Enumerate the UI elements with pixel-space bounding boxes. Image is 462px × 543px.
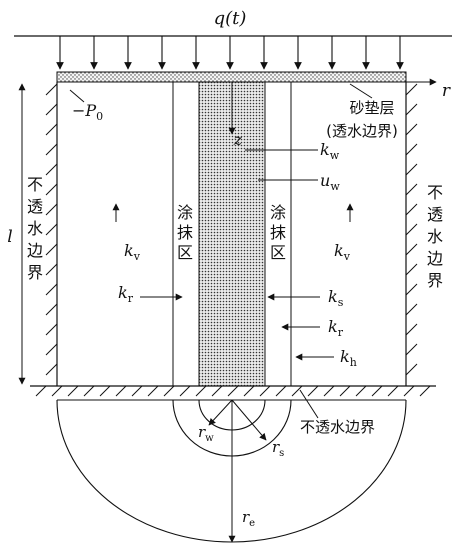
sand-blanket-leader [349,83,373,99]
svg-text:抹: 抹 [177,223,193,242]
svg-text:透: 透 [27,197,43,216]
rs-radius-line [231,399,267,441]
svg-text:水: 水 [427,227,443,246]
ks-label: ks [328,287,344,309]
rs-label: rs [272,438,284,459]
left-smear-zone-label: 涂 抹 区 [177,203,193,262]
right-smear-zone-label: 涂 抹 区 [270,203,286,262]
svg-text:边: 边 [427,249,443,268]
initial-pressure-label: −P0 [72,101,103,123]
bottom-boundary-leader [299,389,319,419]
load-label: q(t) [214,8,247,29]
svg-text:区: 区 [270,243,286,262]
svg-text:透: 透 [427,205,443,224]
rw-radius-line [208,399,233,426]
length-label: l [7,227,12,247]
initial-pressure-leader [69,89,85,103]
left-impermeable-wall [45,82,58,386]
svg-text:涂: 涂 [177,203,193,222]
kv-right-label: kv [334,241,351,263]
svg-text:区: 区 [177,243,193,262]
sand-blanket-label-line1: 砂垫层 [349,99,394,117]
z-axis-label: z [233,130,243,149]
right-impermeable-wall [405,82,418,386]
kh-label: kh [340,347,357,369]
svg-text:不: 不 [27,175,43,194]
svg-text:涂: 涂 [270,203,286,222]
right-boundary-label: 不 透 水 边 界 [427,183,443,290]
kv-left-label: kv [124,241,141,263]
sand-blanket-layer [56,71,407,83]
sand-blanket-label-line2: (透水边界) [326,122,398,140]
kr-right-label: kr [328,317,344,339]
bottom-impermeable-boundary [30,385,436,397]
rw-label: rw [198,423,214,444]
svg-text:边: 边 [27,241,43,260]
left-boundary-label: 不 透 水 边 界 [27,175,43,282]
svg-text:界: 界 [427,271,443,290]
uw-label: uw [320,171,340,193]
svg-text:界: 界 [27,263,43,282]
load-arrows [14,35,452,70]
kw-label: kw [320,140,340,162]
kr-left-label: kr [118,283,134,305]
svg-text:抹: 抹 [270,223,286,242]
bottom-boundary-label: 不透水边界 [300,418,375,436]
svg-text:不: 不 [427,183,443,202]
svg-text:水: 水 [27,219,43,238]
re-label: re [242,508,255,529]
r-axis-label: r [442,81,451,101]
